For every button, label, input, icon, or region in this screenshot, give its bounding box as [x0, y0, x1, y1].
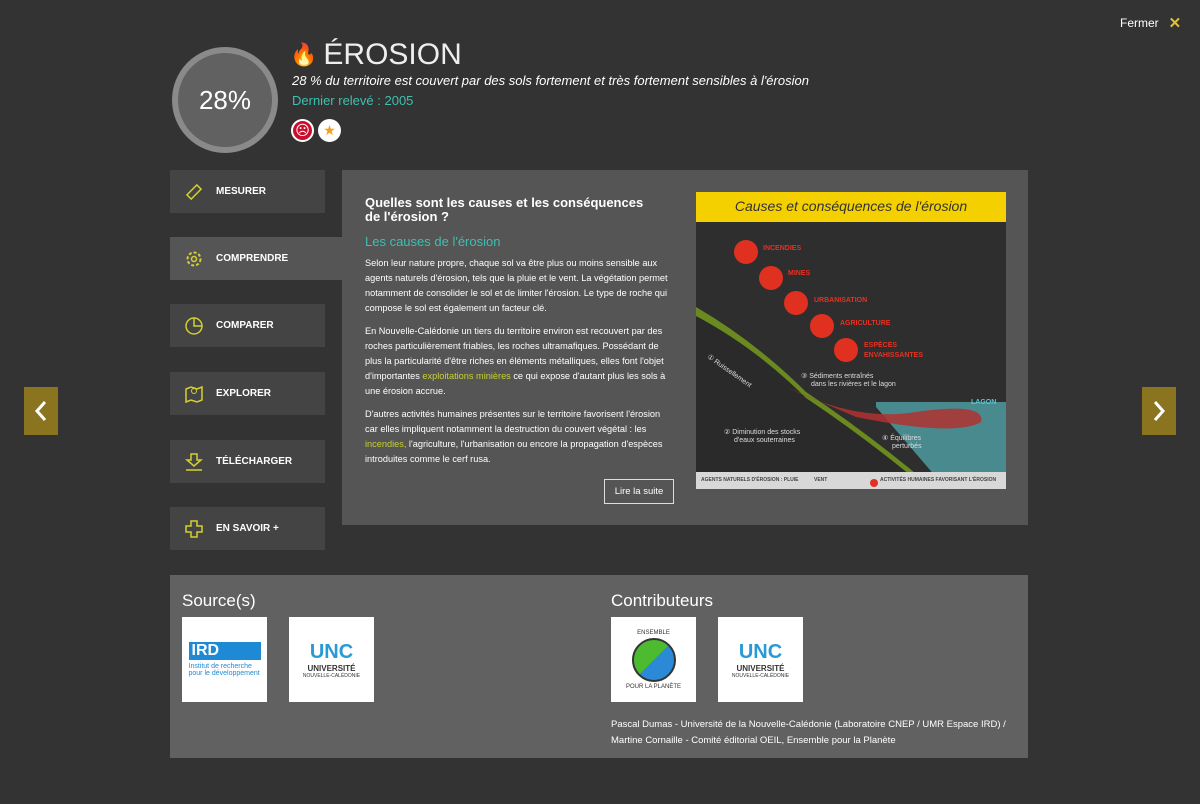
legend-label: AGENTS NATURELS D'ÉROSION : PLUIE [701, 477, 799, 483]
logo-subtext: NOUVELLE-CALÉDONIE [302, 672, 361, 679]
cause-label: URBANISATION [814, 297, 868, 304]
flame-icon: 🔥 [290, 42, 318, 67]
close-icon: ✕ [1168, 15, 1182, 32]
consequence-label: d'eaux souterraines [734, 437, 795, 444]
infographic: Causes et conséquences de l'érosion INCE… [696, 192, 1006, 489]
paragraph-1: Selon leur nature propre, chaque sol va … [365, 258, 668, 313]
infographic-title: Causes et conséquences de l'érosion [734, 198, 968, 214]
nav-mesurer[interactable]: MESURER [170, 170, 325, 213]
logo-subtext: UNIVERSITÉ [736, 663, 785, 673]
cause-label: ESPÈCES [864, 342, 898, 349]
nav-explorer[interactable]: EXPLORER [170, 372, 325, 415]
text: l'agriculture, l'urbanisation ou encore … [365, 439, 663, 464]
read-more-button[interactable]: Lire la suite [604, 479, 674, 504]
section-heading: Les causes de l'érosion [365, 234, 501, 249]
cause-label: MINES [788, 270, 811, 277]
logo-text: ENSEMBLE [637, 629, 670, 636]
ird-logo[interactable]: IRD Institut de recherche pour le dévelop… [182, 617, 267, 702]
next-button[interactable] [1142, 387, 1176, 435]
ensemble-planete-logo[interactable]: ENSEMBLE POUR LA PLANÈTE [611, 617, 696, 702]
last-update: Dernier relevé : 2005 [292, 93, 414, 108]
nav-en-savoir-plus[interactable]: EN SAVOIR + [170, 507, 325, 550]
contributors-heading: Contributeurs [611, 591, 714, 610]
logo-text: UNC [738, 640, 783, 663]
half-star-icon: ★ [318, 119, 341, 142]
text: D'autres activités humaines présentes su… [365, 409, 661, 434]
plus-icon [185, 519, 203, 538]
link-incendies[interactable]: incendies, [365, 439, 407, 449]
nav-label: EXPLORER [216, 388, 272, 399]
gear-icon [186, 251, 202, 266]
question-heading: Quelles sont les causes et les conséquen… [365, 195, 644, 224]
nav-label: EN SAVOIR + [216, 523, 279, 534]
paragraph-2: En Nouvelle-Calédonie un tiers du territ… [365, 324, 675, 399]
cause-label: INCENDIES [763, 245, 802, 252]
text: ce qui expose d'autant plus les sols à u… [365, 371, 666, 396]
paragraph-3: D'autres activités humaines présentes su… [365, 407, 675, 467]
cause-label: ENVAHISSANTES [864, 352, 923, 359]
pie-chart-icon [185, 316, 203, 335]
sources-heading: Source(s) [182, 591, 256, 610]
ruler-icon [185, 183, 203, 200]
nav-label: MESURER [216, 186, 267, 197]
logo-subtext: Institut de recherche pour le développem… [188, 663, 260, 677]
text: En Nouvelle-Calédonie un tiers du territ… [365, 326, 664, 381]
consequence-label: ④ Équilibres [882, 435, 921, 442]
nav-comprendre[interactable]: COMPRENDRE [170, 237, 342, 280]
percent-gauge: 28% [172, 47, 278, 153]
nav-telecharger[interactable]: TÉLÉCHARGER [170, 440, 325, 483]
download-icon [184, 452, 204, 471]
close-label: Fermer [1120, 16, 1159, 30]
nav-label: TÉLÉCHARGER [216, 456, 293, 467]
sad-face-icon: ☹ [291, 119, 314, 142]
gauge-value: 28% [198, 84, 252, 115]
previous-button[interactable] [24, 387, 58, 435]
close-button[interactable]: Fermer ✕ [1120, 14, 1181, 32]
nav-comparer[interactable]: COMPARER [170, 304, 325, 347]
subtitle: 28 % du territoire est couvert par des s… [292, 73, 809, 88]
nav-label: COMPRENDRE [216, 253, 289, 264]
logo-subtext: NOUVELLE-CALÉDONIE [731, 672, 790, 679]
chevron-left-icon [34, 401, 47, 421]
legend-label: ACTIVITÉS HUMAINES FAVORISANT L'ÉROSION [880, 477, 997, 483]
logo-subtext: POUR LA PLANÈTE [625, 683, 682, 690]
consequence-label: ③ Sédiments entraînés [801, 373, 874, 380]
chevron-right-icon [1153, 401, 1166, 421]
consequence-label: ② Diminution des stocks [724, 429, 801, 436]
nav-label: COMPARER [216, 320, 274, 331]
page-title: 🔥ÉROSION [290, 38, 462, 72]
link-exploitations-minieres[interactable]: exploitations minières [422, 371, 511, 381]
logo-subtext: UNIVERSITÉ [307, 663, 356, 673]
lagon-label: LAGON [971, 399, 997, 406]
consequence-label: perturbés [892, 443, 922, 450]
logo-text: IRD [188, 642, 261, 660]
map-icon [185, 385, 203, 403]
title-text: ÉROSION [323, 38, 462, 71]
credits-text: Pascal Dumas - Université de la Nouvelle… [611, 719, 1006, 746]
logo-text: UNC [309, 640, 354, 663]
cause-label: AGRICULTURE [840, 320, 891, 327]
consequence-label: dans les rivières et le lagon [811, 381, 896, 388]
legend-label: VENT [814, 477, 828, 483]
